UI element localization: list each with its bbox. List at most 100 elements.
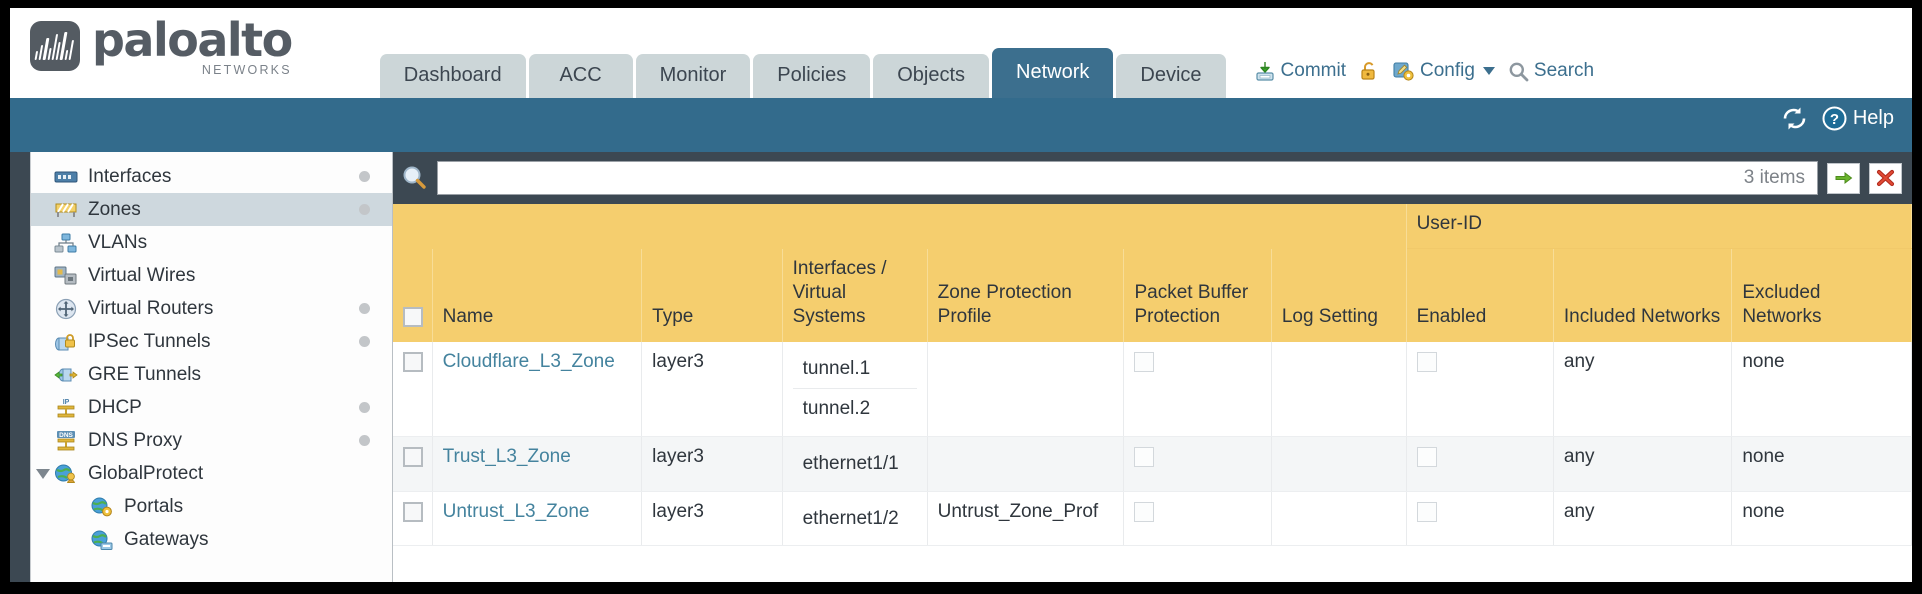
tab-objects[interactable]: Objects — [873, 54, 990, 98]
sidebar-item-globalprotect[interactable]: GlobalProtect — [31, 457, 392, 490]
refresh-icon[interactable] — [1781, 106, 1808, 131]
select-all-checkbox[interactable] — [403, 307, 423, 328]
header-actions: Commit Config — [1254, 60, 1594, 82]
cell-interfaces: ethernet1/2 — [782, 491, 928, 547]
cell-included-networks: any — [1553, 341, 1733, 438]
twisty-expanded-icon[interactable] — [36, 468, 50, 479]
ipsec-tunnels-icon — [53, 332, 79, 352]
items-count-label: 3 items — [1743, 167, 1805, 188]
table-group-header-row: User-ID — [393, 204, 1912, 250]
tab-network[interactable]: Network — [992, 48, 1114, 98]
row-select-checkbox[interactable] — [403, 501, 423, 522]
sub-header-actions: ? Help — [1781, 106, 1894, 131]
sidebar-item-label: DNS Proxy — [88, 429, 182, 451]
column-header-userid-enabled[interactable]: Enabled — [1406, 248, 1554, 342]
column-header-zone-protection-profile[interactable]: Zone Protection Profile — [927, 248, 1125, 342]
packet-buffer-protection-checkbox[interactable] — [1134, 501, 1155, 522]
cell-type: layer3 — [641, 341, 783, 438]
cell-zone-protection-profile — [927, 341, 1125, 438]
row-select-checkbox[interactable] — [403, 447, 423, 468]
sidebar-item-dns-proxy[interactable]: DNS DNS Proxy — [31, 424, 392, 457]
zones-table-container: User-ID Name Type Interfaces / Virtual S… — [393, 204, 1912, 582]
magnifier-icon[interactable] — [401, 164, 429, 192]
packet-buffer-protection-checkbox[interactable] — [1134, 447, 1155, 468]
column-header-log-setting[interactable]: Log Setting — [1271, 248, 1407, 342]
sidebar-item-dhcp[interactable]: IP DHCP — [31, 391, 392, 424]
interface-item: tunnel.2 — [792, 388, 917, 429]
clear-filter-button[interactable] — [1869, 162, 1902, 194]
commit-button[interactable]: Commit — [1254, 60, 1346, 82]
userid-enabled-checkbox[interactable] — [1416, 501, 1437, 522]
tab-dashboard[interactable]: Dashboard — [379, 54, 526, 98]
zone-name-link[interactable]: Untrust_L3_Zone — [442, 500, 590, 522]
cell-excluded-networks: none — [1731, 436, 1912, 492]
column-header-excluded-networks[interactable]: Excluded Networks — [1731, 248, 1912, 342]
row-select-checkbox[interactable] — [403, 351, 423, 372]
sidebar-item-vlans[interactable]: VLANs — [31, 226, 392, 259]
left-nav-sidebar: Interfaces Zones — [30, 152, 393, 582]
config-menu[interactable]: Config — [1392, 60, 1495, 82]
column-header-packet-buffer-protection[interactable]: Packet Buffer Protection — [1123, 248, 1272, 342]
tab-acc[interactable]: ACC — [528, 54, 633, 98]
cell-packet-buffer-protection — [1123, 491, 1272, 547]
config-label: Config — [1419, 60, 1475, 81]
userid-enabled-checkbox[interactable] — [1416, 447, 1437, 468]
sidebar-item-virtual-wires[interactable]: Virtual Wires — [31, 259, 392, 292]
column-header-type[interactable]: Type — [641, 248, 783, 342]
tab-policies[interactable]: Policies — [753, 54, 871, 98]
zone-name-link[interactable]: Trust_L3_Zone — [442, 446, 571, 468]
help-link[interactable]: ? Help — [1822, 106, 1894, 131]
cell-log-setting — [1271, 341, 1407, 438]
sidebar-item-virtual-routers[interactable]: Virtual Routers — [31, 292, 392, 325]
row-select-cell — [393, 341, 433, 438]
table-row[interactable]: Trust_L3_Zone layer3 ethernet1/1 — [393, 436, 1912, 492]
filter-input[interactable]: 3 items — [437, 161, 1818, 195]
svg-text:DNS: DNS — [59, 432, 73, 439]
dns-proxy-icon: DNS — [53, 430, 79, 451]
sidebar-item-label: GlobalProtect — [88, 462, 204, 484]
sidebar-item-zones[interactable]: Zones — [31, 193, 392, 226]
sidebar-item-ipsec-tunnels[interactable]: IPSec Tunnels — [31, 325, 392, 358]
zone-name-link[interactable]: Cloudflare_L3_Zone — [442, 350, 615, 372]
filter-bar: 3 items — [393, 152, 1912, 204]
sidebar-item-label: Portals — [124, 495, 184, 517]
status-dot — [359, 204, 370, 215]
tab-monitor[interactable]: Monitor — [635, 54, 751, 98]
cell-zone-protection-profile: Untrust_Zone_Prof — [927, 491, 1125, 547]
column-header-included-networks[interactable]: Included Networks — [1553, 248, 1733, 342]
column-header-interfaces[interactable]: Interfaces / Virtual Systems — [782, 248, 928, 342]
cell-packet-buffer-protection — [1123, 436, 1272, 492]
column-header-name[interactable]: Name — [432, 248, 643, 342]
cell-excluded-networks: none — [1731, 491, 1912, 547]
status-dot — [359, 435, 370, 446]
cell-included-networks: any — [1553, 436, 1733, 492]
globalprotect-icon — [53, 464, 79, 484]
cell-zone-protection-profile — [927, 436, 1125, 492]
magnifier-icon — [1508, 61, 1529, 82]
interfaces-icon — [53, 167, 79, 187]
apply-filter-button[interactable] — [1827, 162, 1860, 194]
userid-enabled-checkbox[interactable] — [1416, 351, 1437, 372]
search-button[interactable]: Search — [1508, 60, 1594, 82]
table-row[interactable]: Cloudflare_L3_Zone layer3 tunnel.1 tunne… — [393, 341, 1912, 438]
sidebar-item-label: Interfaces — [88, 165, 172, 187]
sidebar-item-portals[interactable]: Portals — [31, 490, 392, 523]
sidebar-item-label: VLANs — [88, 231, 148, 253]
sidebar-item-interfaces[interactable]: Interfaces — [31, 160, 392, 193]
status-dot — [359, 336, 370, 347]
portals-icon — [89, 497, 115, 517]
packet-buffer-protection-checkbox[interactable] — [1134, 351, 1155, 372]
tab-device[interactable]: Device — [1116, 54, 1226, 98]
status-dot — [359, 402, 370, 413]
sidebar-item-gre-tunnels[interactable]: GRE Tunnels — [31, 358, 392, 391]
brand-logo[interactable]: paloalto NETWORKS — [30, 17, 293, 77]
zones-barrier-icon — [53, 200, 79, 220]
sidebar-item-gateways[interactable]: Gateways — [31, 523, 392, 556]
padlock-unlocked-icon[interactable] — [1359, 60, 1379, 82]
cell-name: Cloudflare_L3_Zone — [432, 341, 643, 438]
search-label: Search — [1533, 60, 1595, 81]
cell-log-setting — [1271, 491, 1407, 547]
interface-item: ethernet1/2 — [802, 507, 899, 529]
table-row[interactable]: Untrust_L3_Zone layer3 ethernet1/2 Untru… — [393, 491, 1912, 547]
